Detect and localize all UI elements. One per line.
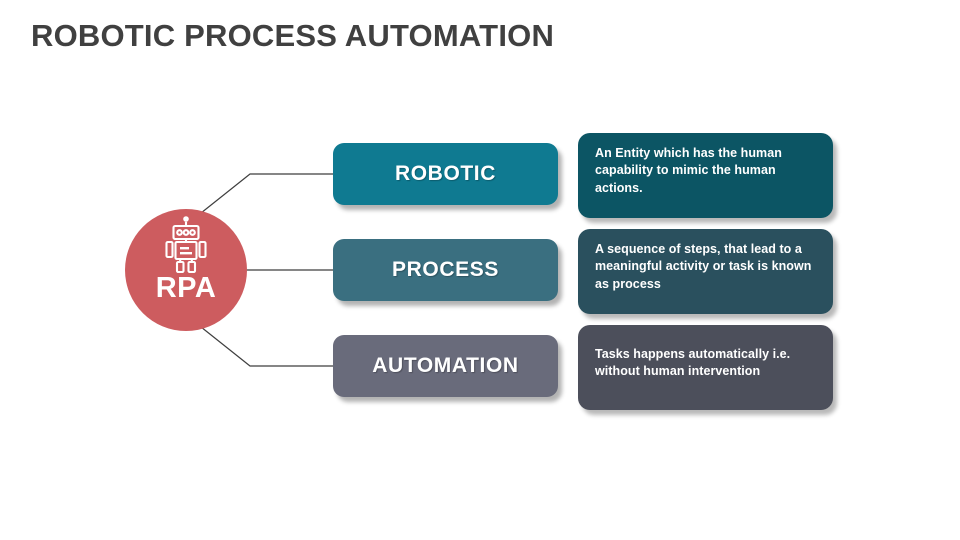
label-box-robotic[interactable]: ROBOTIC	[333, 143, 558, 205]
description-text-automation: Tasks happens automatically i.e. without…	[595, 347, 791, 379]
label-box-process[interactable]: PROCESS	[333, 239, 558, 301]
connector-line-automation	[195, 322, 333, 367]
description-text-process: A sequence of steps, that lead to a mean…	[595, 242, 812, 291]
label-box-automation[interactable]: AUTOMATION	[333, 335, 558, 397]
label-text-automation: AUTOMATION	[372, 354, 519, 377]
robot-icon	[165, 216, 207, 273]
description-box-process[interactable]: A sequence of steps, that lead to a mean…	[578, 229, 833, 314]
rpa-hub-circle: RPA	[125, 209, 247, 331]
page-title: ROBOTIC PROCESS AUTOMATION	[31, 18, 555, 53]
label-text-robotic: ROBOTIC	[394, 162, 497, 185]
label-text-process: PROCESS	[392, 258, 499, 281]
rpa-hub-label: RPA	[155, 272, 217, 304]
description-text-robotic: An Entity which has the human capability…	[595, 146, 782, 195]
description-box-automation[interactable]: Tasks happens automatically i.e. without…	[578, 325, 833, 410]
description-box-robotic[interactable]: An Entity which has the human capability…	[578, 133, 833, 218]
connector-line-robotic	[195, 173, 333, 218]
